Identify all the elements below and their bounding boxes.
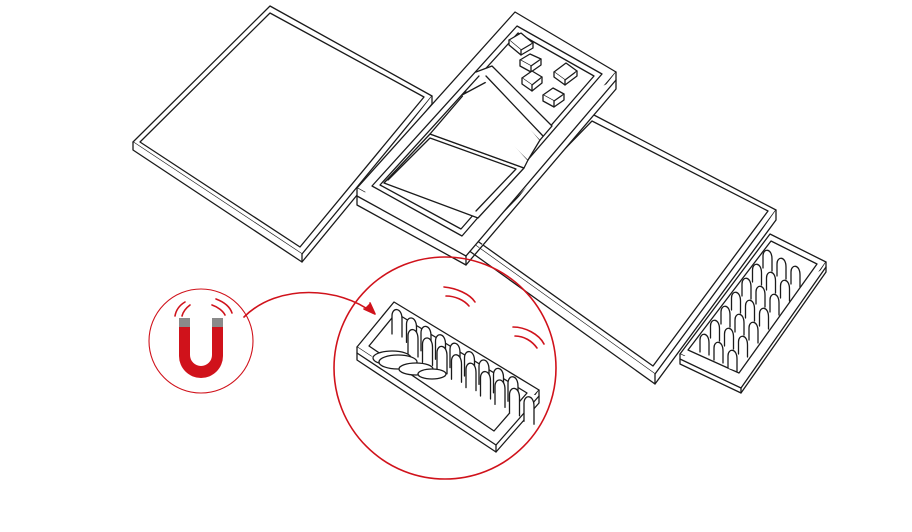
token-disc [727,349,738,372]
magnified-detail-circle [333,256,557,480]
token-disc [523,396,535,425]
token-disc [730,291,742,314]
token-disc [748,321,759,344]
token-disc [713,341,724,364]
token-disc [762,249,773,272]
token-disc [479,370,492,400]
token-disc [744,299,756,322]
token-disc [407,328,419,358]
token-disc [465,362,477,392]
token-disc [741,277,752,300]
magnified-token-discs [391,308,535,425]
token-disc [436,345,448,375]
token-disc [769,293,780,316]
magnet-callout-circle [148,288,254,394]
token-disc [755,285,766,308]
token-disc [779,279,791,302]
token-disc [720,305,731,328]
token-disc [421,337,434,367]
magnified-token-drawer [356,301,540,453]
right-board-panel [467,113,777,385]
token-disc [758,307,770,330]
token-disc [776,257,787,280]
token-disc [699,333,710,356]
left-board-panel [132,5,433,263]
token-disc [734,313,745,336]
token-disc [494,379,506,409]
token-disc [508,387,521,417]
token-disc [790,265,801,288]
drawer-token-discs [699,249,801,372]
small-tokens [508,32,578,108]
token-disc [737,335,749,358]
magnetic-field-waves-icon [174,286,545,349]
magnet-icon [179,318,223,378]
token-disc [751,263,763,286]
token-disc [723,327,735,350]
curved-arrow-icon [243,291,374,318]
side-token-drawer [679,233,827,394]
center-storage-tray [356,11,617,266]
token-disc [765,271,777,294]
token-disc [391,308,403,338]
token-disc [709,319,721,342]
token-disc [450,354,463,383]
